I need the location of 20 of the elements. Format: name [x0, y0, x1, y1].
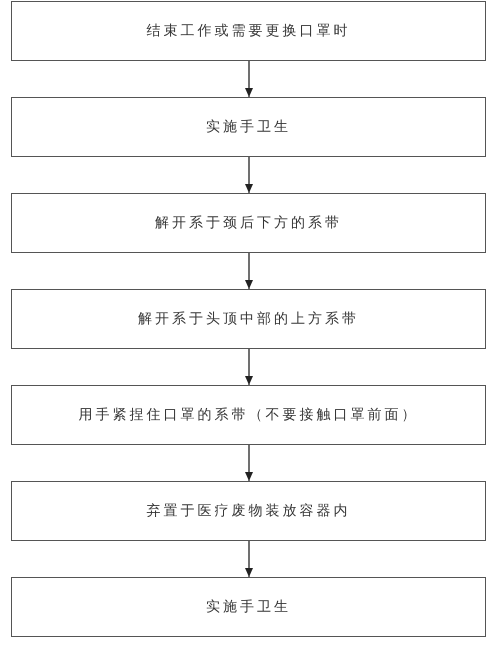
- process-box: [11, 1, 486, 61]
- step-text: 用手紧捏住口罩的系带（不要接触口罩前面）: [78, 406, 418, 424]
- step-text: 实施手卫生: [206, 118, 291, 136]
- process-box: [11, 577, 486, 637]
- step-text: 弃置于医疗废物装放容器内: [146, 502, 350, 520]
- arrow: [245, 349, 253, 385]
- process-box: [11, 481, 486, 541]
- step-text: 结束工作或需要更换口罩时: [146, 22, 350, 40]
- arrow: [245, 541, 253, 577]
- arrow: [245, 445, 253, 481]
- process-box: [11, 385, 486, 445]
- process-box: [11, 97, 486, 157]
- step-text: 实施手卫生: [206, 598, 291, 616]
- step-text: 解开系于头顶中部的上方系带: [138, 310, 359, 328]
- step-text: 解开系于颈后下方的系带: [155, 214, 342, 232]
- arrow: [245, 61, 253, 97]
- process-box: [11, 289, 486, 349]
- arrow: [245, 157, 253, 193]
- arrow: [245, 253, 253, 289]
- process-box: [11, 193, 486, 253]
